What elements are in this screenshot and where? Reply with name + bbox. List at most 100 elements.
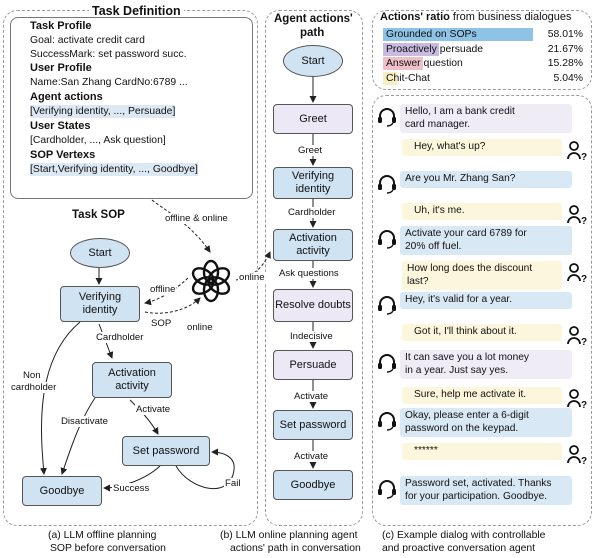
llm-edge-online-low: online [186,322,214,333]
path-edge-cardholder: Cardholder [287,207,337,218]
message-line: ****** [414,445,438,456]
user-question-icon: ? [566,204,588,231]
message-line: Sure, help me activate it. [414,389,527,400]
llm-edge-offline-online: offline & online [164,213,229,224]
ratio-bar [383,28,533,41]
message-line: card manager. [405,118,471,130]
sop-edge-non-cardholder-2: cardholder [10,382,58,393]
path-title-2: path [300,27,325,39]
agent-headset-icon [376,410,398,437]
td-sop-vertexs-list: [Start,Verifying identity, ..., Goodbye] [30,163,198,176]
sop-node-activation: Activation activity [92,362,172,398]
user-question-icon: ? [566,388,588,415]
path-edge-activate-2: Activate [293,451,330,462]
agent-headset-icon [376,478,398,505]
ratio-pct: 21.67% [547,43,583,55]
td-name-card: Name:San Zhang CardNo:6789 ... [30,77,188,88]
ratio-pct: 5.04% [553,72,583,84]
path-node-goodbye: Goodbye [273,470,353,500]
message-line: Hey, what's up? [414,141,486,152]
sop-edge-cardholder: Cardholder [95,332,145,343]
td-success-mark: SuccessMark: set password succ. [30,49,187,60]
agent-message: Are you Mr. Zhang San? [400,171,572,188]
user-question-icon: ? [566,262,588,289]
ratio-name: Chit-Chat [386,72,430,84]
td-agent-actions-list: [Verifying identity, ..., Persuade] [30,105,176,118]
ratio-name: Proactively persuade [386,43,484,55]
svg-text:?: ? [581,152,587,162]
td-user-states: User States [30,120,91,132]
ratio-bar [383,42,440,56]
caption-c-1: (c) Example dialog with controllable [382,530,546,541]
task-definition-title: Task Definition [89,4,184,18]
agent-headset-icon [376,352,398,379]
path-node-start: Start [283,45,343,77]
path-edge-ask-questions: Ask questions [278,268,340,279]
sop-edge-fail: Fail [224,478,242,489]
llm-edge-offline: offline [149,284,177,295]
message-line: Got it, I'll think about it. [414,326,517,337]
agent-headset-icon [376,106,398,133]
path-edge-greet: Greet [297,145,323,156]
agent-headset-icon [376,173,398,200]
panel-b-border [265,10,363,526]
message-line: Hello, I am a bank credit [405,106,515,117]
message-line: Are you Mr. Zhang San? [405,173,516,184]
ratio-row: Chit-Chat 5.04% [383,71,583,85]
message-line: last? [407,275,429,287]
user-message: Got it, I'll think about it. [402,324,562,341]
caption-b-1: (b) LLM online planning agent [220,530,358,541]
message-line: Okay, please enter a 6-digit [405,410,529,421]
ratio-title-bold: Actions' ratio [380,11,450,23]
agent-message: Hey, it's valid for a year. [400,292,572,309]
message-line: 20% off fuel. [405,240,462,252]
caption-b-2: actions' path in conversation [230,543,361,554]
llm-logo-icon [191,259,231,303]
sop-node-set-password: Set password [122,436,210,466]
svg-text:?: ? [581,337,587,347]
task-sop-title: Task SOP [72,209,125,221]
ratio-title: Actions' ratio from business dialogues [378,12,574,23]
message-line: password on the keypad. [405,422,519,434]
sop-edge-activate: Activate [135,404,172,415]
user-question-icon: ? [566,325,588,352]
svg-text:?: ? [581,216,587,226]
panel-c-ratio-border [372,10,592,90]
ratio-name: Answer question [386,58,463,69]
user-question-icon: ? [566,140,588,167]
message-line: Uh, it's me. [414,205,465,216]
ratio-name: Grounded on SOPs [386,29,477,40]
path-node-verifying: Verifying identity [273,167,353,199]
llm-edge-online-mid: online [238,272,266,283]
path-edge-indecisive: Indecisive [289,331,334,342]
path-node-set-password: Set password [273,410,353,440]
llm-edge-sop: SOP [150,318,173,329]
sop-node-goodbye: Goodbye [22,476,102,506]
sop-node-start: Start [70,238,130,268]
ratio-title-rest: from business dialogues [449,11,572,23]
message-line: Password set, activated. Thanks [405,478,552,489]
svg-text:?: ? [581,274,587,284]
path-node-persuade: Persuade [273,350,353,380]
message-line: Hey, it's valid for a year. [405,294,513,305]
ratio-pct: 58.01% [547,29,583,40]
ratio-row: Proactively persuade 21.67% [383,42,583,56]
user-message: Sure, help me activate it. [402,387,562,404]
svg-text:?: ? [581,400,587,410]
user-message: ****** [402,443,562,460]
path-node-activation: Activation activity [273,229,353,261]
agent-headset-icon [376,294,398,321]
td-agent-actions: Agent actions [30,91,103,103]
ratio-bar [383,71,397,85]
message-line: How long does the discount [407,263,533,274]
user-message: Uh, it's me. [402,203,562,220]
caption-c-2: and proactive conversation agent [382,543,536,554]
td-goal: Goal: activate credit card [30,35,145,46]
path-node-greet: Greet [273,104,353,134]
